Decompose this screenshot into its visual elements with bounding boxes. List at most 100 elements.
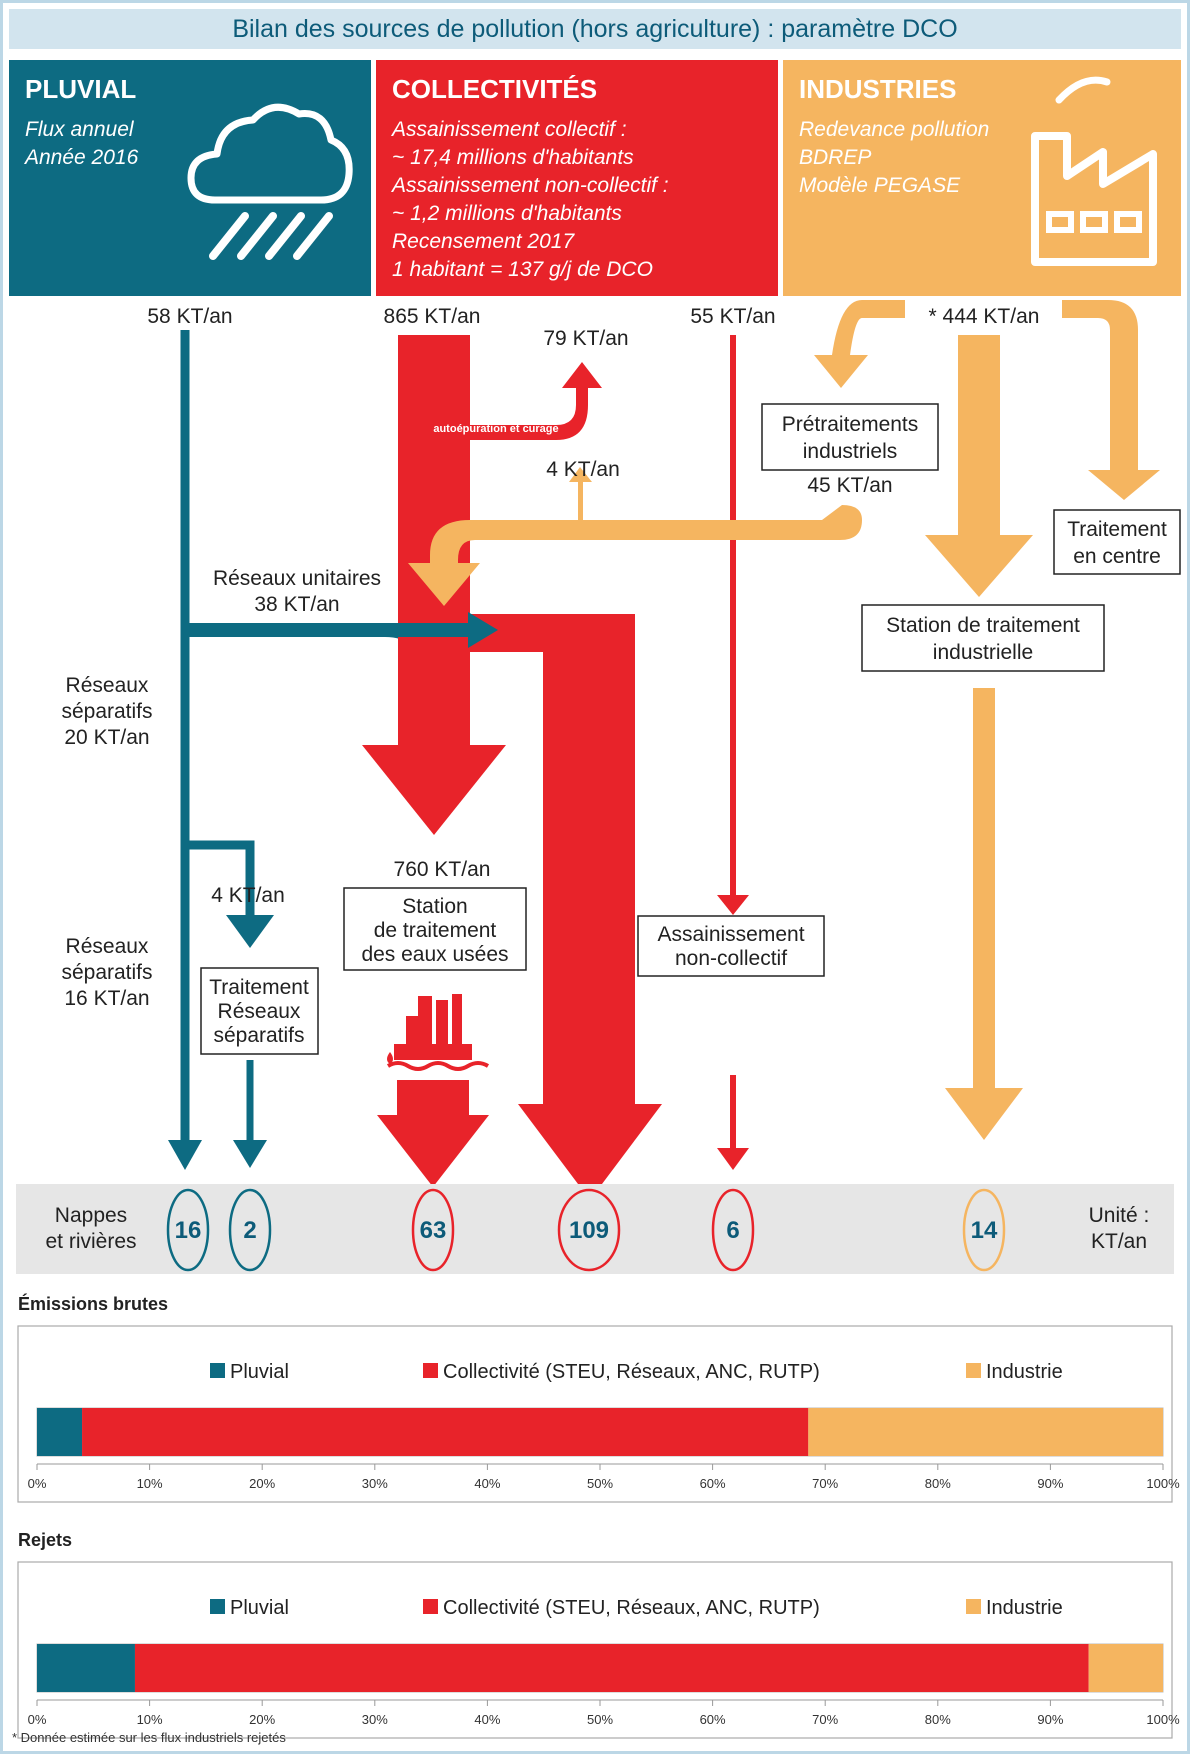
x-tick-label: 90%: [1037, 1712, 1063, 1727]
x-tick-label: 10%: [137, 1476, 163, 1491]
output-ellipse: [557, 1188, 621, 1272]
x-tick-label: 20%: [249, 1476, 275, 1491]
chart-title: Rejets: [18, 1530, 72, 1550]
x-tick-label: 40%: [474, 1712, 500, 1727]
output-value: 109: [569, 1217, 609, 1244]
output-value: 14: [971, 1217, 998, 1244]
flow-labels: 58 KT/an 865 KT/an 79 KT/an 55 KT/an * 4…: [61, 305, 1039, 1010]
box-anc-line: Assainissement: [657, 923, 804, 946]
panel-pluvial-line: Année 2016: [25, 146, 139, 169]
footnote: * Donnée estimée sur les flux industriel…: [12, 1730, 286, 1745]
panel-pluvial-lines: Flux annuel Année 2016: [25, 116, 138, 172]
panel-pluvial-title: PLUVIAL: [25, 74, 137, 104]
bar-segment: [134, 1644, 1089, 1692]
panel-collectivites-line: Assainissement non-collectif :: [392, 174, 669, 197]
panel-collectivites: COLLECTIVITÉS Assainissement collectif :…: [376, 60, 778, 296]
label-reseaux-unitaires-value: 38 KT/an: [254, 593, 339, 616]
label-reseaux-separatifs-2-value: 16 KT/an: [64, 987, 149, 1010]
legend-swatch: [423, 1363, 438, 1378]
output-unit-label: Unité :: [1089, 1204, 1150, 1227]
panel-pluvial-line: Flux annuel: [25, 118, 134, 141]
x-tick-label: 100%: [1146, 1712, 1180, 1727]
box-pretraitement: Prétraitements industriels: [761, 403, 939, 471]
box-traitement-centre-line: Traitement: [1067, 518, 1167, 541]
x-tick-label: 30%: [362, 1476, 388, 1491]
x-tick-label: 70%: [812, 1476, 838, 1491]
treatment-plant-icon: [386, 994, 490, 1071]
label-reseaux-separatifs-1: séparatifs: [61, 700, 152, 723]
box-traitement-centre-line: en centre: [1073, 545, 1161, 568]
output-value: 2: [243, 1217, 256, 1244]
x-tick-label: 90%: [1037, 1476, 1063, 1491]
output-left-label: et rivières: [45, 1230, 136, 1253]
legend-swatch: [210, 1363, 225, 1378]
box-station-industrielle-line: Station de traitement: [886, 614, 1080, 637]
pluvial-unitary-arrow: [185, 612, 498, 648]
label-reseaux-unitaires: Réseaux unitaires: [213, 567, 381, 590]
label-industrie-total: * 444 KT/an: [929, 305, 1040, 328]
box-traitement-reseaux-line: séparatifs: [213, 1024, 304, 1047]
panel-pluvial: PLUVIAL Flux annuel Année 2016: [9, 60, 371, 296]
panel-industries-lines: Redevance pollution BDREP Modèle PEGASE: [799, 116, 989, 200]
output-unit-label: KT/an: [1091, 1230, 1147, 1253]
x-tick-label: 0%: [28, 1712, 47, 1727]
label-reseaux-separatifs-2: séparatifs: [61, 961, 152, 984]
box-station-industrielle-line: industrielle: [933, 641, 1033, 664]
output-ellipse: [711, 1188, 755, 1272]
panel-collectivites-line: 1 habitant = 137 g/j de DCO: [392, 258, 653, 281]
x-tick-label: 20%: [249, 1712, 275, 1727]
industrie-flows: [408, 300, 1160, 1140]
diagram-title: Bilan des sources de pollution (hors agr…: [9, 9, 1181, 49]
label-pretraitement-loss: 4 KT/an: [546, 458, 620, 481]
panel-collectivites-line: ~ 1,2 millions d'habitants: [392, 202, 622, 225]
label-reseaux-separatifs-2: Réseaux: [66, 935, 149, 958]
box-traitement-reseaux-line: Réseaux: [218, 1000, 301, 1023]
bar-segment: [1088, 1644, 1163, 1692]
panel-industries-line: Redevance pollution: [799, 118, 990, 141]
x-tick-label: 40%: [474, 1476, 500, 1491]
box-traitement-centre: Traitement en centre: [1053, 509, 1181, 575]
label-pluvial-total: 58 KT/an: [147, 305, 232, 328]
process-boxes: Prétraitements industriels Traitement en…: [200, 403, 1181, 1055]
output-ellipse: [166, 1188, 210, 1272]
box-traitement-reseaux: Traitement Réseaux séparatifs: [200, 967, 319, 1055]
label-reseaux-separatifs-1: Réseaux: [66, 674, 149, 697]
legend-swatch: [210, 1599, 225, 1614]
label-pretraitement-flow: 45 KT/an: [807, 474, 892, 497]
label-autoepuration-flow: 79 KT/an: [543, 327, 628, 350]
legend-label: Pluvial: [230, 1597, 289, 1619]
output-ellipse: [962, 1188, 1006, 1272]
legend-label: Pluvial: [230, 1361, 289, 1383]
output-value: 16: [175, 1217, 202, 1244]
legend-label: Industrie: [986, 1597, 1063, 1619]
x-tick-label: 30%: [362, 1712, 388, 1727]
box-station-industrielle: Station de traitement industrielle: [861, 604, 1105, 672]
output-value: 6: [726, 1217, 739, 1244]
box-steu: Station de traitement des eaux usées: [343, 887, 527, 971]
panel-collectivites-line: Recensement 2017: [392, 230, 575, 253]
x-tick-label: 80%: [925, 1476, 951, 1491]
panel-collectivites-lines: Assainissement collectif : ~ 17,4 millio…: [392, 116, 669, 284]
x-tick-label: 80%: [925, 1712, 951, 1727]
output-band-labels: Nappes et rivières Unité : KT/an: [45, 1204, 1149, 1253]
chart-title: Émissions brutes: [18, 1293, 168, 1314]
legend-label: Collectivité (STEU, Réseaux, ANC, RUTP): [443, 1361, 820, 1383]
output-value: 63: [420, 1217, 447, 1244]
legend-swatch: [423, 1599, 438, 1614]
factory-icon: [1031, 76, 1157, 266]
label-anc-total: 55 KT/an: [690, 305, 775, 328]
x-tick-label: 10%: [137, 1712, 163, 1727]
label-autoepuration: autoépuration et curage: [433, 423, 558, 435]
x-tick-label: 50%: [587, 1712, 613, 1727]
box-steu-line: des eaux usées: [361, 943, 508, 966]
label-separatif-branch: 4 KT/an: [211, 884, 285, 907]
x-tick-label: 50%: [587, 1476, 613, 1491]
box-anc: Assainissement non-collectif: [637, 915, 825, 977]
panel-industries-line: BDREP: [799, 146, 872, 169]
output-ellipse: [411, 1188, 455, 1272]
box-anc-line: non-collectif: [675, 947, 787, 970]
output-ellipse: [228, 1188, 272, 1272]
box-traitement-reseaux-line: Traitement: [209, 976, 309, 999]
x-tick-label: 70%: [812, 1712, 838, 1727]
